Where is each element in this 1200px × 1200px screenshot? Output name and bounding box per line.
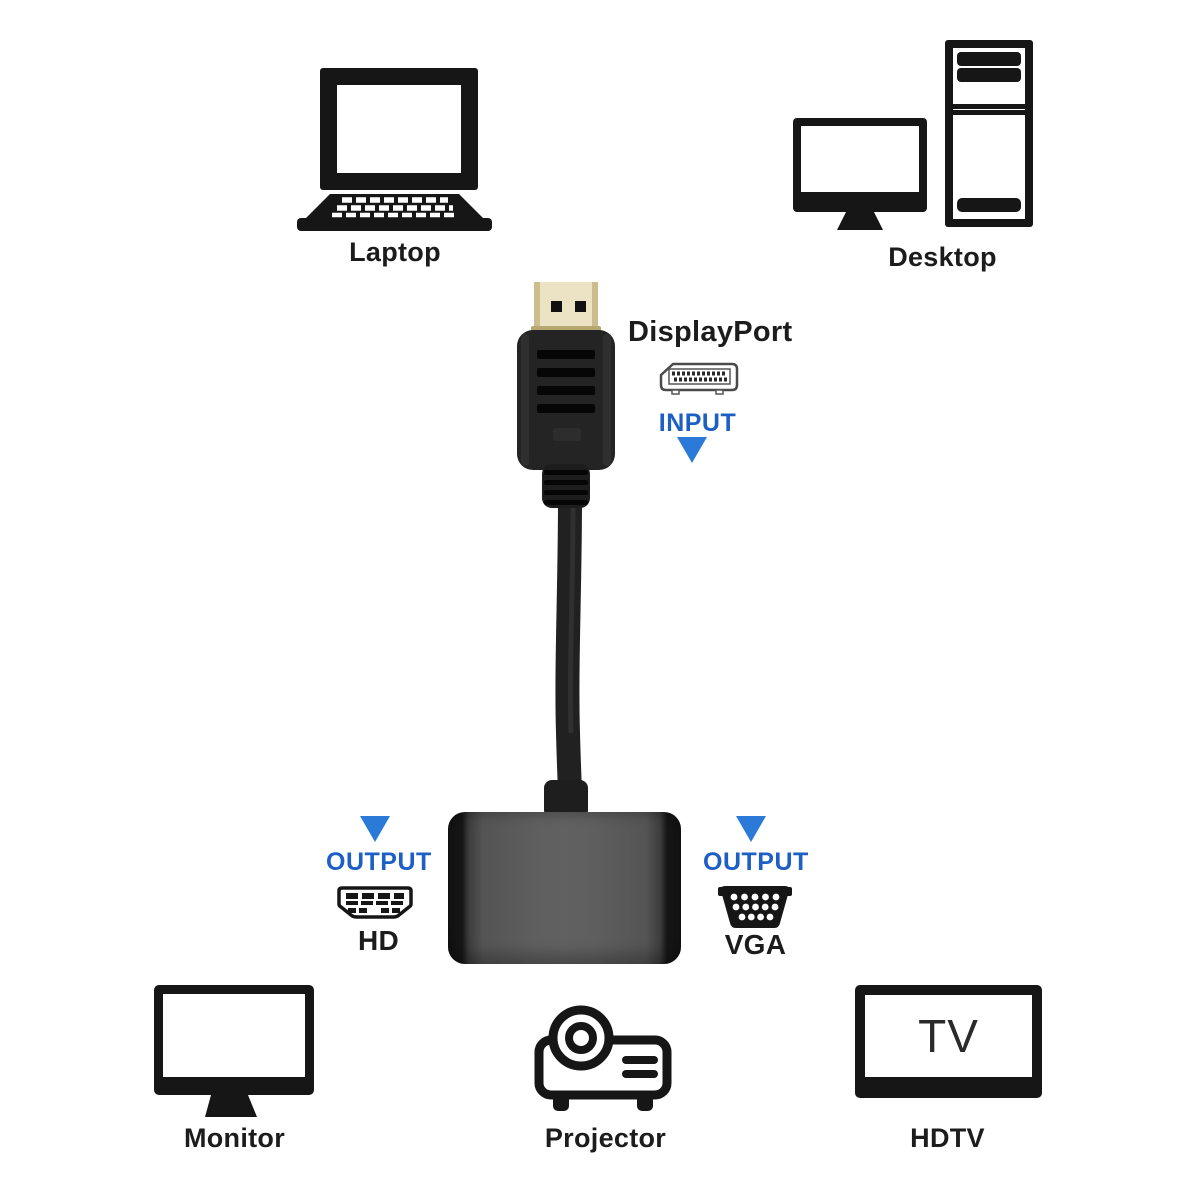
laptop-icon	[297, 68, 492, 231]
adapter-body	[448, 812, 681, 964]
monitor-icon	[154, 985, 314, 1117]
desktop-label: Desktop	[888, 242, 997, 272]
vga-output-label: OUTPUT	[703, 848, 809, 876]
displayport-label: DisplayPort	[628, 316, 793, 348]
laptop-label: Laptop	[349, 237, 441, 267]
displayport-port-icon	[659, 362, 739, 395]
input-label: INPUT	[658, 409, 737, 437]
dp-cable	[555, 486, 582, 812]
hdtv-label: HDTV	[910, 1123, 985, 1153]
hdmi-output-label: OUTPUT	[326, 848, 432, 876]
projector-icon	[534, 1005, 672, 1111]
vga-port-icon	[718, 886, 792, 928]
tv-icon: TV	[855, 985, 1042, 1098]
monitor-label: Monitor	[183, 1123, 286, 1153]
desktop-icon	[793, 40, 1033, 230]
projector-label: Projector	[544, 1123, 667, 1153]
vga-connector-label: VGA	[724, 929, 787, 960]
displayport-plug-icon	[517, 282, 615, 818]
hdmi-port-icon	[337, 886, 413, 919]
output-arrow-icon	[736, 816, 766, 842]
input-arrow-icon	[677, 437, 707, 463]
output-arrow-icon	[360, 816, 390, 842]
hdmi-connector-label: HD	[357, 925, 400, 956]
tv-screen-text: TV	[918, 1010, 979, 1062]
